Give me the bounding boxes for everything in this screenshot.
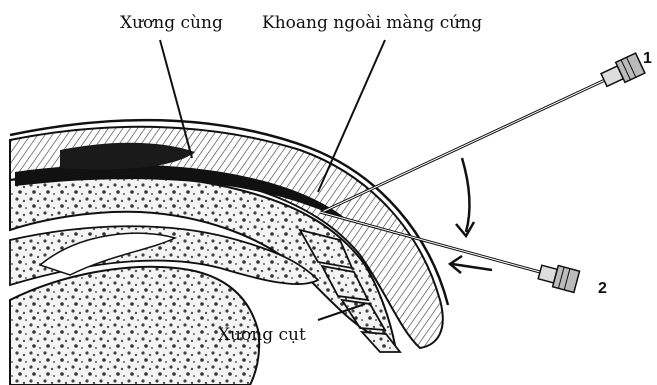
- curved-arrow: [456, 158, 474, 236]
- label-epidural-space: Khoang ngoài màng cứng: [262, 13, 482, 33]
- label-coccyx: Xương cụt: [218, 325, 306, 345]
- needle-1: [322, 53, 645, 212]
- needle-1-number: 1: [643, 50, 652, 67]
- label-sacrum: Xương cùng: [120, 13, 223, 33]
- needle-2-number: 2: [598, 280, 607, 297]
